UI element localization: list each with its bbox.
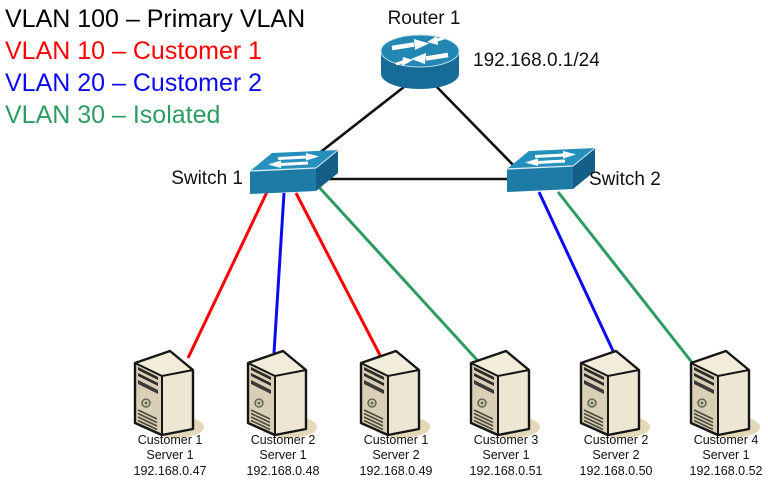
server-4-ip: 192.168.0.51 bbox=[470, 464, 543, 478]
link-switch2-server5-vlan20 bbox=[537, 191, 616, 354]
server-3-ip: 192.168.0.49 bbox=[360, 464, 433, 478]
links bbox=[186, 81, 696, 366]
server-3: Customer 1 Server 2 192.168.0.49 bbox=[359, 349, 433, 478]
legend-vlan100: VLAN 100 – Primary VLAN bbox=[5, 5, 305, 33]
router-icon bbox=[381, 35, 459, 89]
vlan-legend: VLAN 100 – Primary VLAN VLAN 10 – Custom… bbox=[5, 5, 305, 129]
legend-vlan20: VLAN 20 – Customer 2 bbox=[5, 69, 262, 97]
router1: Router 1 192.168.0.1/24 bbox=[381, 8, 600, 89]
server-2: Customer 2 Server 1 192.168.0.48 bbox=[246, 349, 320, 478]
server-6-ip: 192.168.0.52 bbox=[690, 464, 763, 478]
server-2-ip: 192.168.0.48 bbox=[247, 464, 320, 478]
link-switch1-server3-vlan10 bbox=[294, 192, 385, 362]
link-switch1-server1-vlan10 bbox=[186, 191, 269, 359]
link-switch2-server6-vlan30 bbox=[556, 191, 696, 366]
server-6: Customer 4 Server 1 192.168.0.52 bbox=[689, 349, 763, 478]
server-3-customer: Customer 1 bbox=[364, 433, 429, 447]
server-4: Customer 3 Server 1 192.168.0.51 bbox=[469, 349, 543, 478]
link-router1-switch2 bbox=[432, 82, 519, 171]
server-1-ip: 192.168.0.47 bbox=[134, 464, 207, 478]
server-icon bbox=[246, 349, 319, 440]
server-icon bbox=[359, 349, 432, 440]
router1-ip: 192.168.0.1/24 bbox=[473, 50, 600, 71]
switch1: Switch 1 bbox=[171, 148, 340, 196]
server-icon bbox=[579, 349, 652, 440]
server-2-name: Server 1 bbox=[259, 448, 306, 462]
router1-label: Router 1 bbox=[388, 8, 461, 29]
switch2-label: Switch 2 bbox=[589, 169, 661, 190]
server-icon bbox=[469, 349, 542, 440]
switch-icon bbox=[505, 146, 597, 194]
server-2-customer: Customer 2 bbox=[251, 433, 316, 447]
server-icon bbox=[133, 349, 206, 440]
switch-icon bbox=[248, 148, 340, 196]
switch2: Switch 2 bbox=[505, 146, 661, 194]
server-6-name: Server 1 bbox=[702, 448, 749, 462]
server-5-name: Server 2 bbox=[592, 448, 639, 462]
switch1-label: Switch 1 bbox=[171, 168, 243, 189]
server-5: Customer 2 Server 2 192.168.0.50 bbox=[579, 349, 653, 478]
server-5-customer: Customer 2 bbox=[584, 433, 649, 447]
legend-vlan10: VLAN 10 – Customer 1 bbox=[5, 37, 262, 65]
server-3-name: Server 2 bbox=[372, 448, 419, 462]
server-4-customer: Customer 3 bbox=[474, 433, 539, 447]
link-switch1-server4-vlan30 bbox=[316, 184, 480, 363]
server-5-ip: 192.168.0.50 bbox=[580, 464, 653, 478]
server-1-customer: Customer 1 bbox=[138, 433, 203, 447]
server-1-name: Server 1 bbox=[146, 448, 193, 462]
link-switch1-server2-vlan20 bbox=[272, 192, 286, 354]
legend-vlan30: VLAN 30 – Isolated bbox=[5, 101, 220, 129]
server-4-name: Server 1 bbox=[482, 448, 529, 462]
server-6-customer: Customer 4 bbox=[694, 433, 759, 447]
server-1: Customer 1 Server 1 192.168.0.47 bbox=[133, 349, 207, 478]
server-icon bbox=[689, 349, 762, 440]
